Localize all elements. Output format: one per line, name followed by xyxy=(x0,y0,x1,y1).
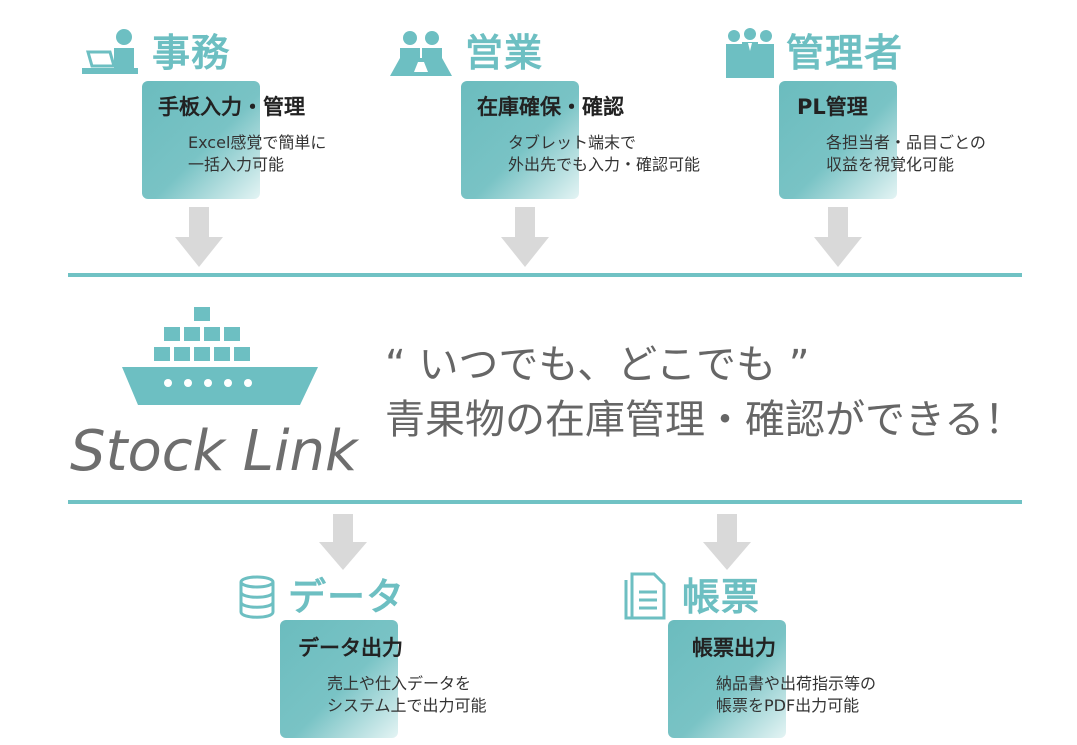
brand-logo-text: Stock Link xyxy=(70,419,358,484)
managers-icon xyxy=(724,28,776,78)
role-title-sales: 営業 xyxy=(465,31,544,75)
card-report-output xyxy=(668,620,786,738)
card-title-office: 手板入力・管理 xyxy=(158,95,305,119)
card-desc-manager: 各担当者・品目ごとの 収益を視覚化可能 xyxy=(826,133,986,174)
card-office xyxy=(142,81,260,199)
card-manager xyxy=(779,81,897,199)
card-title-manager: PL管理 xyxy=(797,95,868,119)
down-arrow-icon xyxy=(319,514,367,570)
database-icon xyxy=(238,575,276,619)
sales-team-icon xyxy=(390,30,452,76)
role-title-office: 事務 xyxy=(152,31,231,75)
card-title-sales: 在庫確保・確認 xyxy=(477,95,624,119)
down-arrow-icon xyxy=(814,207,862,267)
down-arrow-icon xyxy=(501,207,549,267)
card-title-report-output: 帳票出力 xyxy=(692,636,776,660)
cargo-ship-icon xyxy=(122,307,318,407)
card-sales xyxy=(461,81,579,199)
card-desc-office: Excel感覚で簡単に 一括入力可能 xyxy=(188,133,327,174)
card-desc-report-output: 納品書や出荷指示等の 帳票をPDF出力可能 xyxy=(716,674,877,715)
down-arrow-icon xyxy=(175,207,223,267)
card-title-data-output: データ出力 xyxy=(298,636,403,660)
down-arrow-icon xyxy=(703,514,751,570)
role-title-manager: 管理者 xyxy=(786,31,904,75)
card-desc-sales: タブレット端末で 外出先でも入力・確認可能 xyxy=(508,133,701,174)
divider-top xyxy=(68,273,1022,277)
divider-bottom xyxy=(68,500,1022,504)
output-title-report: 帳票 xyxy=(682,575,761,619)
slogan-line-1: “ いつでも、どこでも ” xyxy=(385,342,810,388)
card-data-output xyxy=(280,620,398,738)
output-title-data: データ xyxy=(288,575,406,619)
slogan-line-2: 青果物の在庫管理・確認ができる！ xyxy=(385,397,1025,443)
document-icon xyxy=(622,572,666,620)
card-desc-data-output: 売上や仕入データを システム上で出力可能 xyxy=(327,674,487,715)
office-worker-icon xyxy=(82,28,138,76)
